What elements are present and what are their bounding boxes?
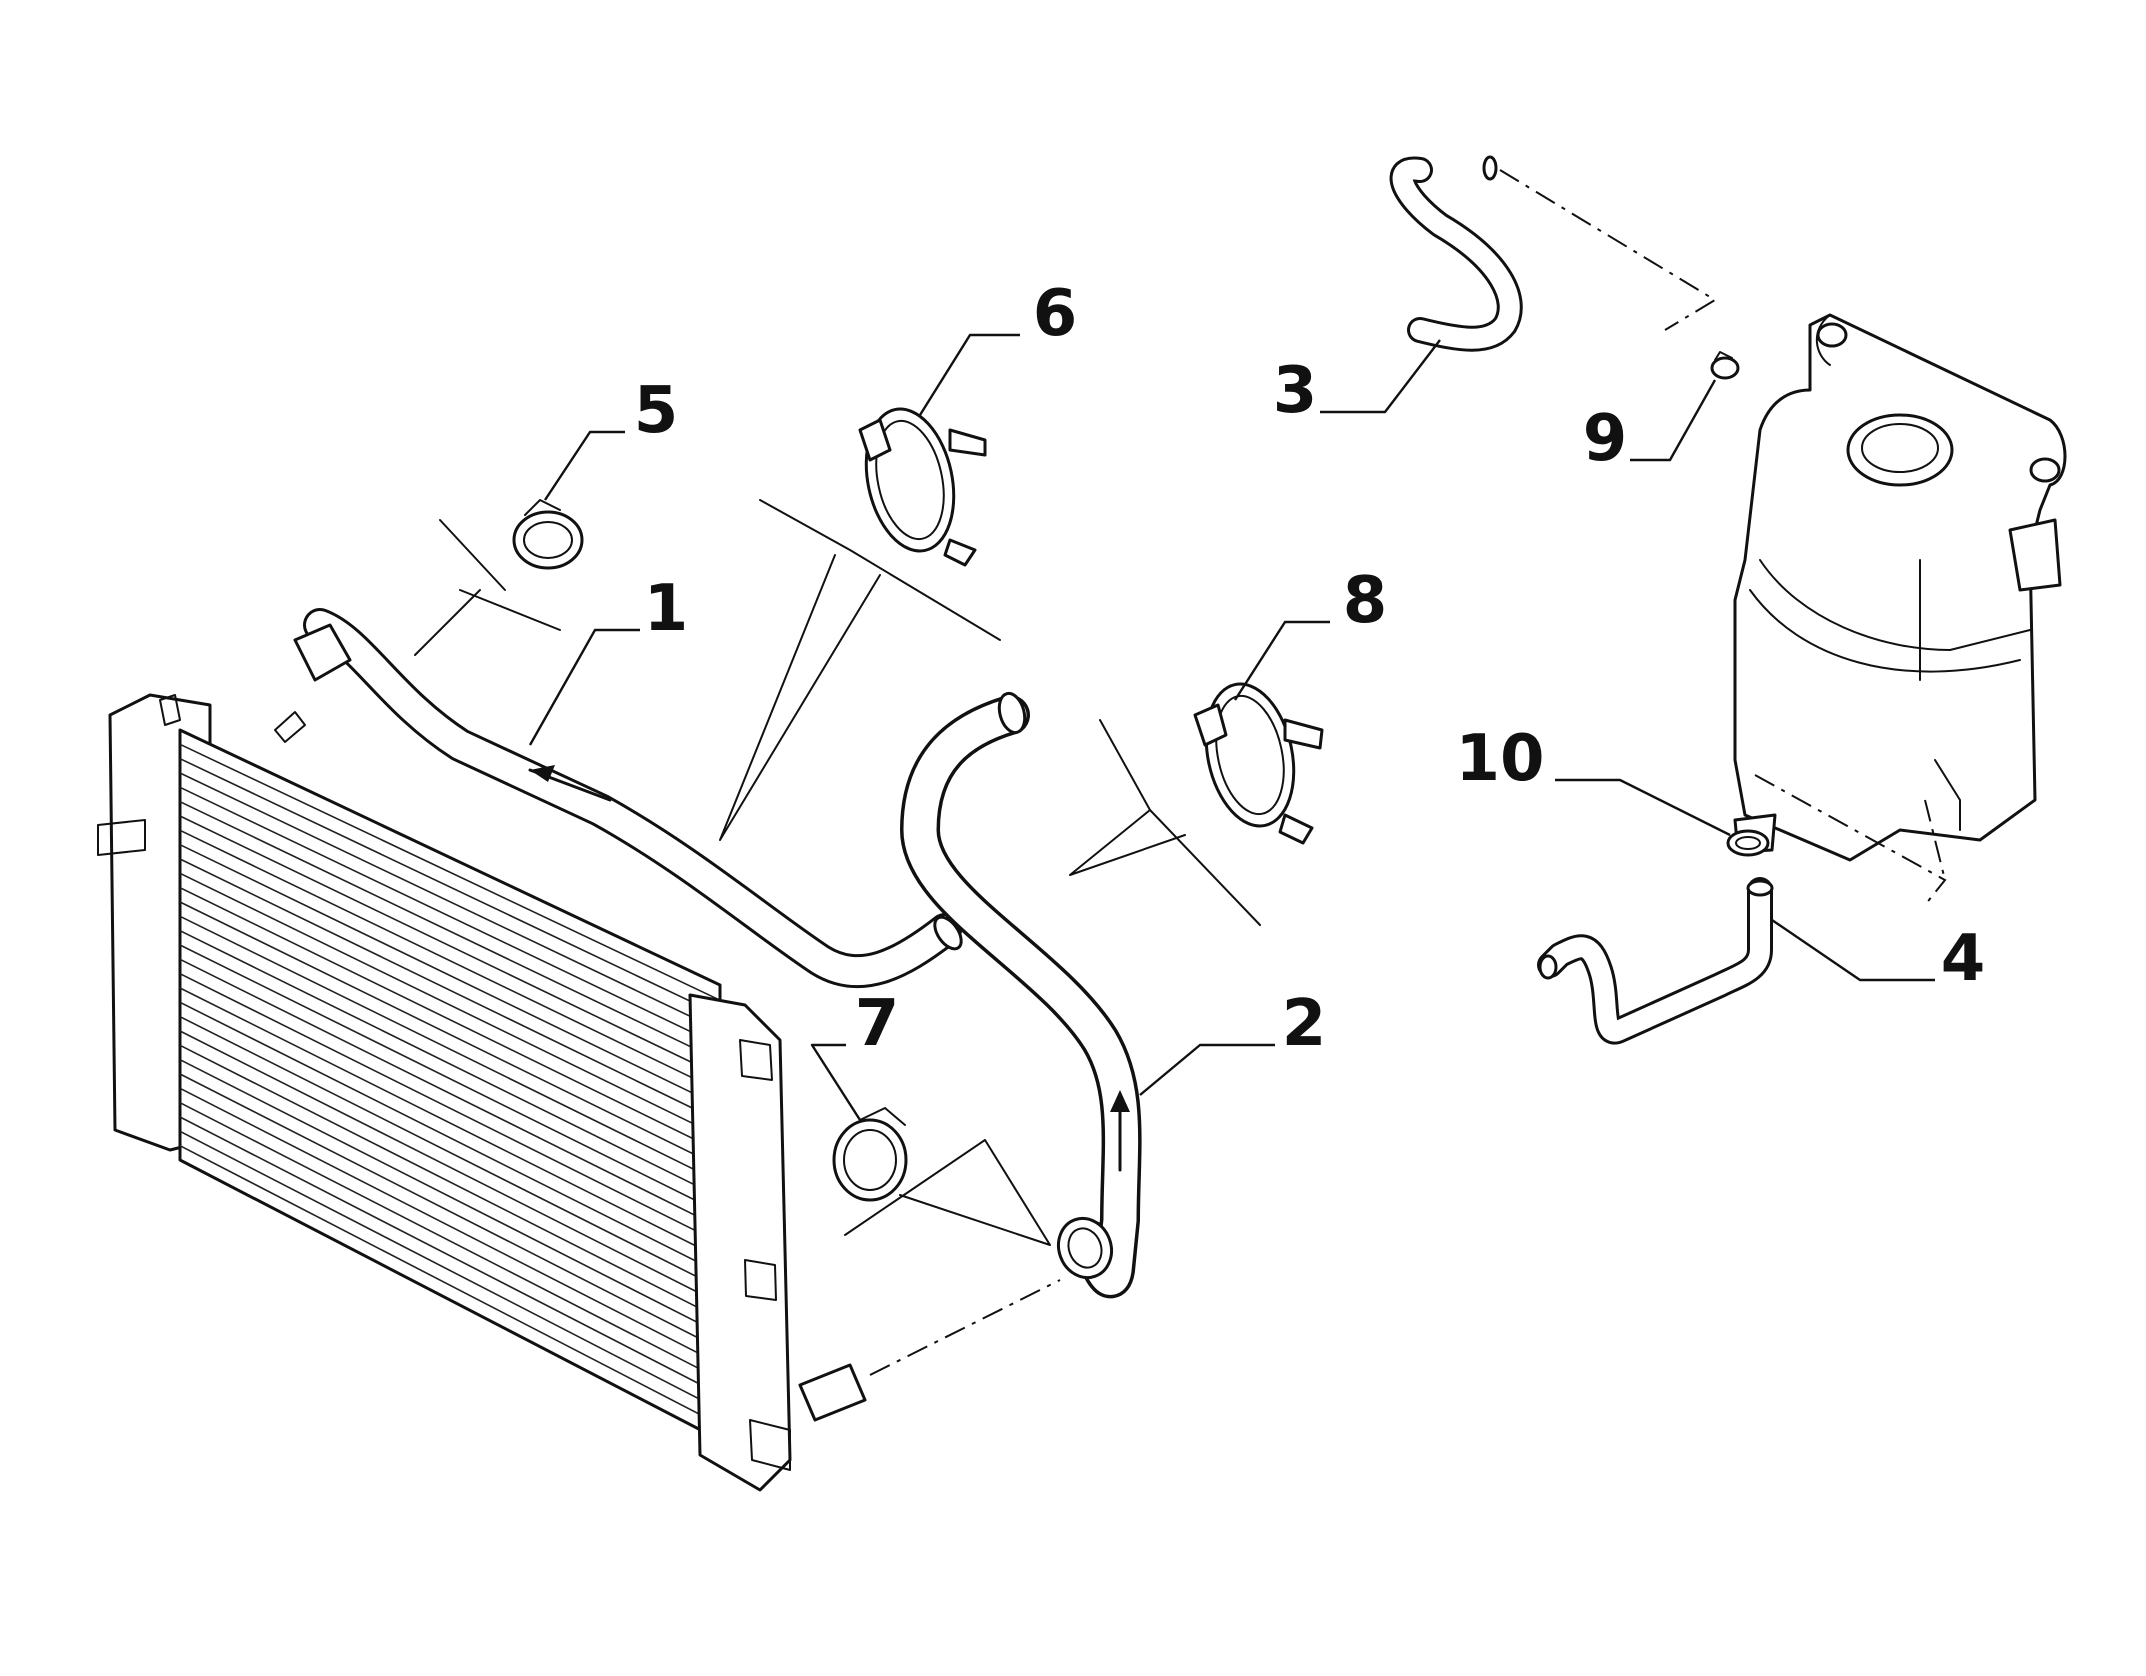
radiator-fin (179, 944, 721, 1214)
radiator (97, 693, 867, 1492)
callout-6: 6 (1033, 277, 1078, 351)
radiator-fin (179, 972, 721, 1244)
callout-labels: 1 2 3 4 5 6 7 8 9 10 (634, 277, 1986, 1061)
radiator-fin (179, 1015, 721, 1290)
radiator-fin (179, 901, 721, 1168)
radiator-fin (179, 1044, 721, 1320)
radiator-outlet-pipe (798, 1363, 867, 1422)
radiator-fin (179, 1101, 721, 1381)
leader-lines (528, 333, 1935, 1121)
clamp-5 (512, 499, 584, 570)
radiator-fin (179, 829, 721, 1092)
radiator-fin (179, 800, 721, 1062)
radiator-fin (179, 929, 721, 1199)
clamp-9 (1710, 351, 1740, 380)
expansion-tank (1733, 313, 2067, 862)
level-sensor (2008, 518, 2062, 592)
radiator-fin (179, 843, 721, 1108)
callout-2: 2 (1282, 987, 1327, 1061)
assembly-lines (414, 169, 1947, 1376)
callout-10: 10 (1455, 722, 1544, 796)
radiator-right-tank (688, 993, 792, 1492)
radiator-fin (179, 915, 721, 1183)
radiator-fin (179, 1001, 721, 1274)
radiator-fin (179, 886, 721, 1153)
radiator-fin (179, 743, 721, 1001)
radiator-fin (179, 772, 721, 1032)
radiator-fin (179, 872, 721, 1138)
upper-radiator-hose (293, 608, 963, 989)
tank-body (1733, 313, 2067, 862)
radiator-fin (179, 1073, 721, 1350)
radiator-fin (179, 757, 721, 1017)
radiator-fin (179, 1116, 721, 1396)
radiator-fin (179, 786, 721, 1047)
callout-7: 7 (855, 987, 900, 1061)
filler-neck (1846, 413, 1954, 487)
radiator-fin (179, 1144, 721, 1426)
clamp-10 (1726, 829, 1770, 857)
radiator-fin (179, 987, 721, 1259)
callout-8: 8 (1343, 564, 1388, 638)
radiator-fin (179, 1058, 721, 1335)
callout-1: 1 (644, 572, 689, 646)
expansion-tank-hose (1537, 877, 1774, 1045)
callout-4: 4 (1941, 922, 1986, 996)
radiator-fin (179, 858, 721, 1123)
radiator-fin (179, 1030, 721, 1305)
callout-9: 9 (1583, 402, 1628, 476)
lower-radiator-hose (900, 691, 1142, 1299)
overflow-hose (1389, 155, 1523, 352)
radiator-fin (179, 815, 721, 1077)
callout-3: 3 (1273, 354, 1318, 428)
clamp-6 (858, 407, 987, 567)
clamp-7 (832, 1107, 908, 1202)
clamp-8 (1193, 682, 1324, 845)
hose-1-connector (293, 623, 352, 682)
callout-5: 5 (634, 374, 679, 448)
radiator-fin (179, 958, 721, 1229)
radiator-fin (179, 1087, 721, 1365)
radiator-fin (179, 1130, 721, 1411)
